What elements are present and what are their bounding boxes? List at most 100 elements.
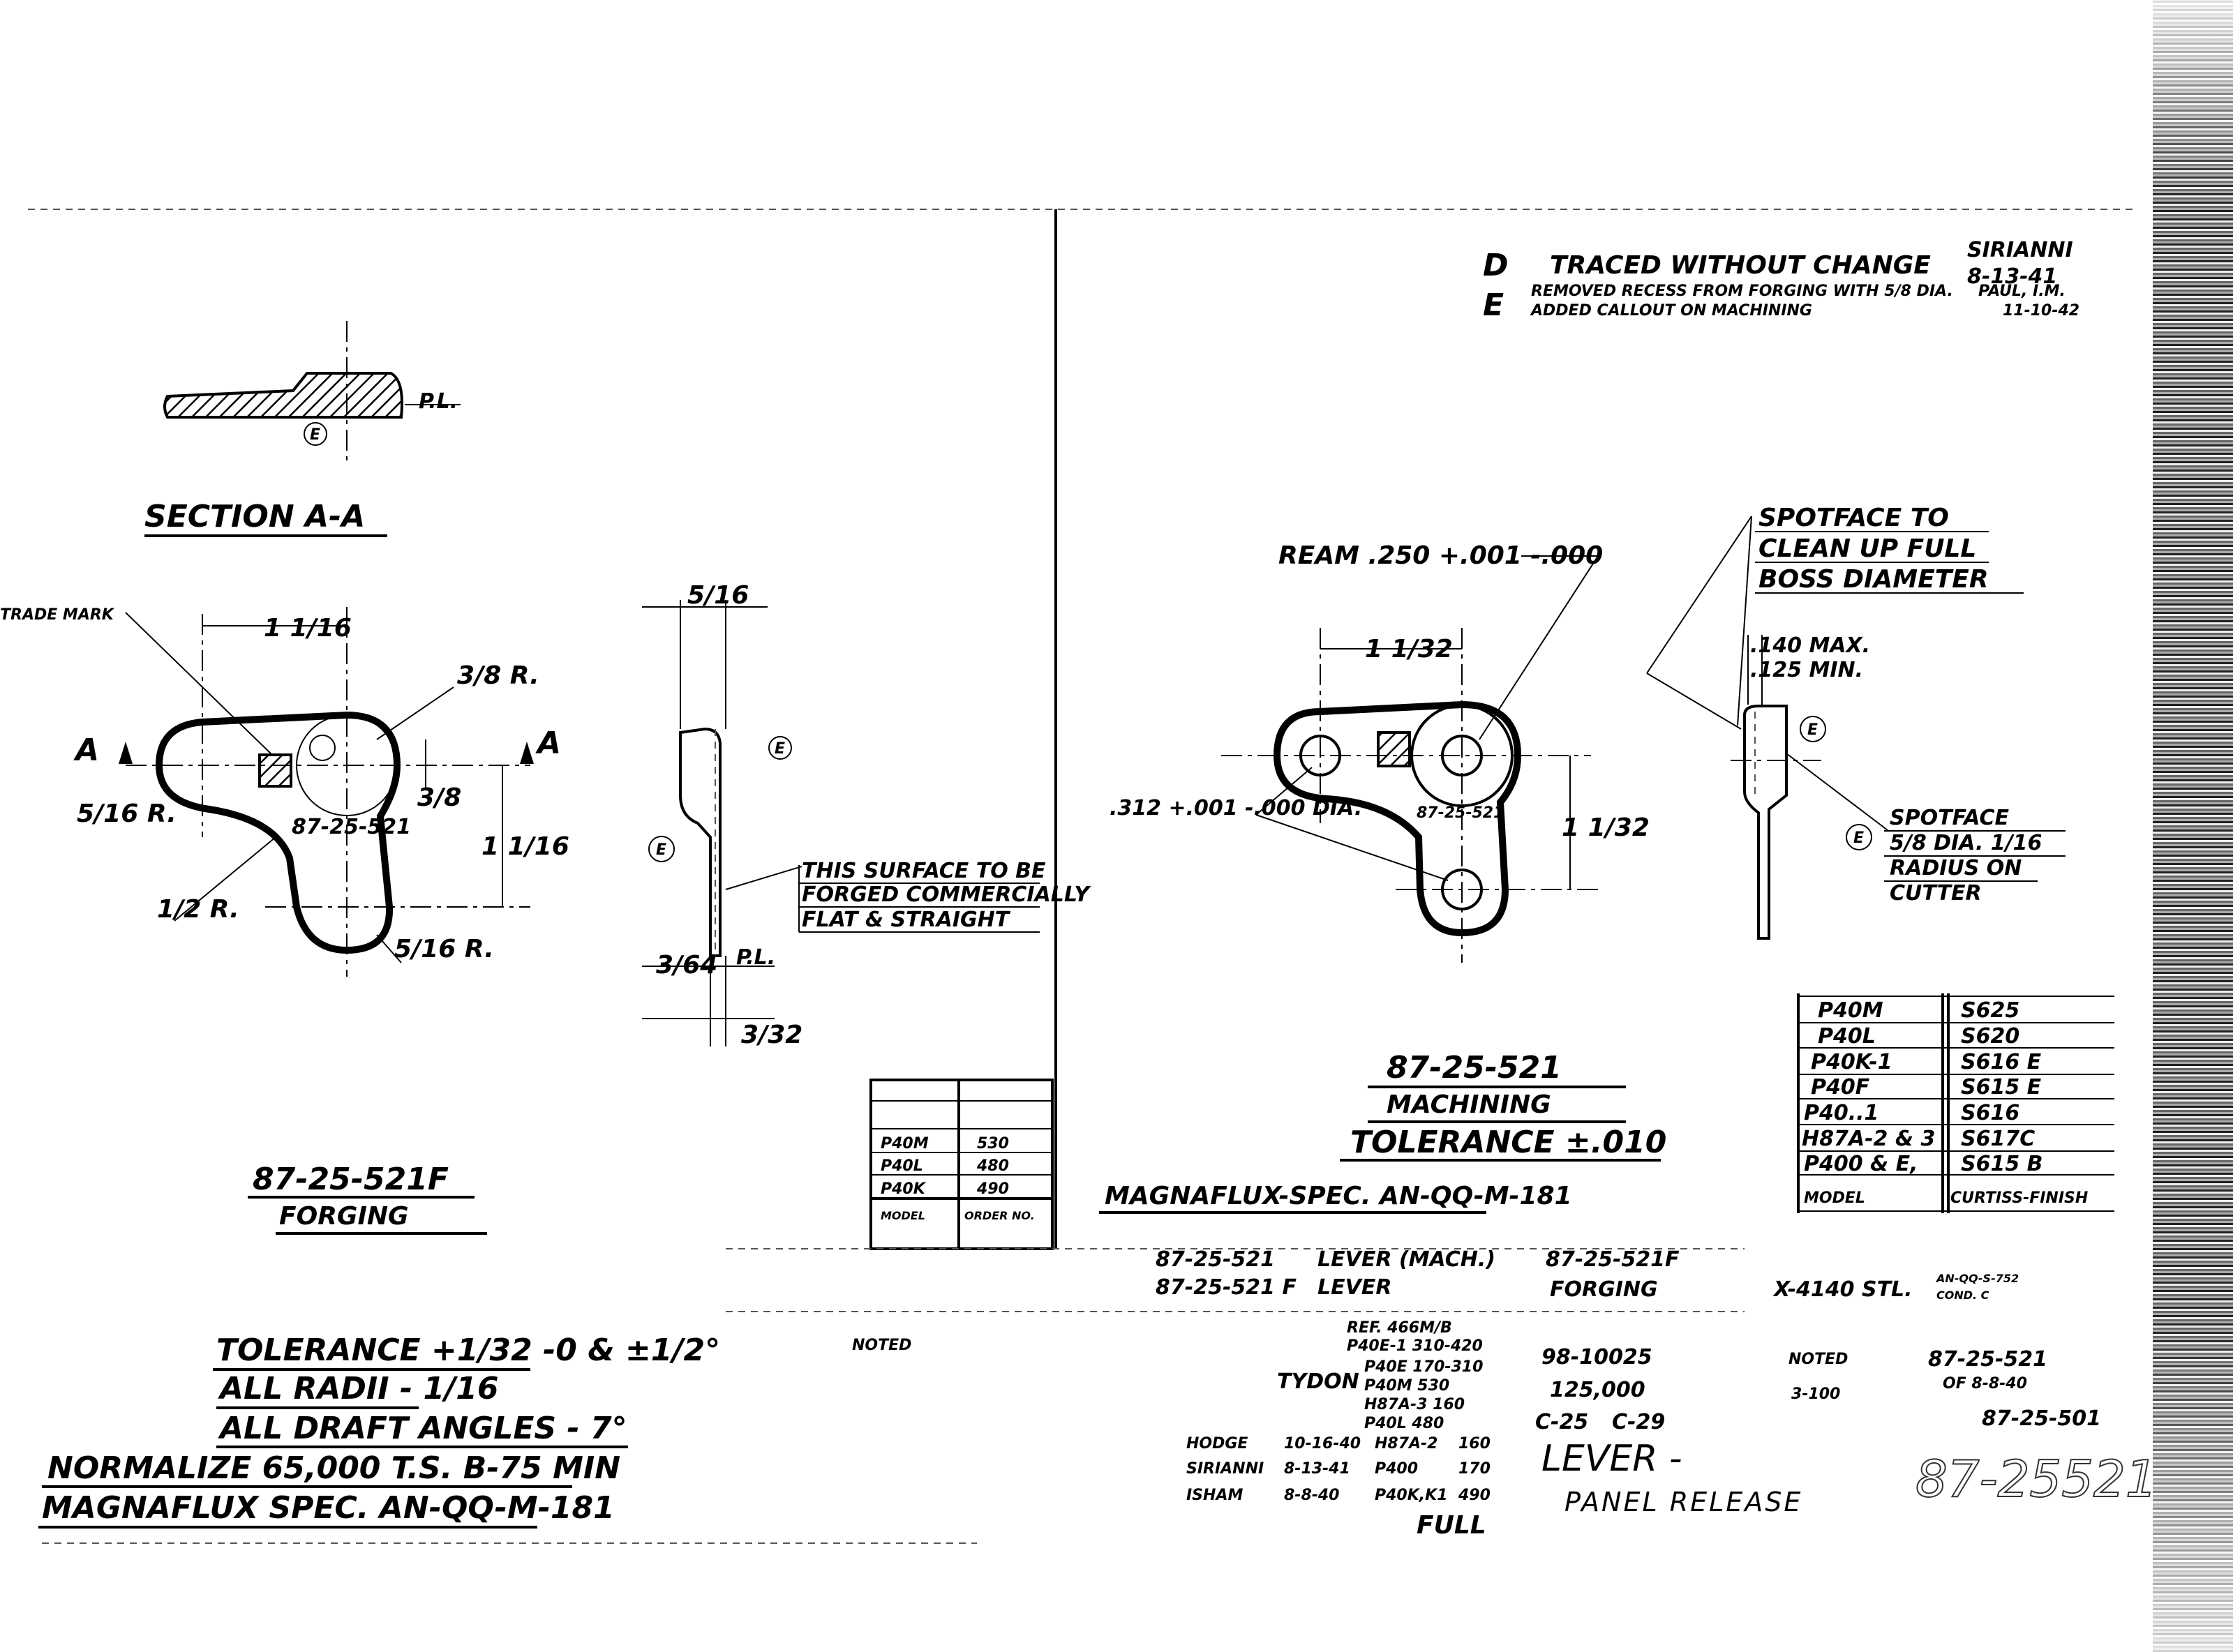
signer-qty: 170 bbox=[1458, 1460, 1491, 1478]
table-cell: P40M bbox=[1818, 998, 1883, 1023]
magnaflux-spec: MAGNAFLUX-SPEC. AN-QQ-M-181 bbox=[1105, 1182, 1572, 1210]
dimension-label: 3/64 bbox=[656, 951, 717, 979]
reference-note: REF. 466M/B bbox=[1347, 1319, 1452, 1337]
general-notes: TOLERANCE +1/32 -0 & ±1/2° ALL RADII - 1… bbox=[38, 1332, 720, 1529]
table-cell: P40L bbox=[1818, 1024, 1876, 1049]
table-cell: 530 bbox=[977, 1135, 1009, 1152]
dimension-label: 1 1/16 bbox=[481, 832, 569, 861]
noted-label: NOTED bbox=[1788, 1351, 1848, 1368]
surface-note: THIS SURFACE TO BE bbox=[802, 859, 1046, 883]
material-spec: AN-QQ-S-752 bbox=[1935, 1272, 2019, 1285]
trade-mark-label: TRADE MARK bbox=[0, 606, 115, 624]
title-cell: 125,000 bbox=[1550, 1378, 1645, 1402]
dimension-label: 5/16 R. bbox=[77, 799, 177, 828]
title-cell: 98-10025 bbox=[1541, 1345, 1652, 1369]
material-label: X-4140 STL. bbox=[1772, 1277, 1913, 1302]
spotface-note: CUTTER bbox=[1890, 881, 1982, 906]
signer-model: P400 bbox=[1375, 1460, 1418, 1478]
note-line: ALL RADII - 1/16 bbox=[218, 1371, 498, 1406]
table-header: CURTISS-FINISH bbox=[1950, 1189, 2088, 1207]
rev-marker-e: E bbox=[310, 426, 320, 444]
spotface-note: SPOTFACE TO bbox=[1758, 504, 1949, 532]
machining-side-view: .140 MAX. .125 MIN. E E SPOTFACE TO CLEA… bbox=[1646, 504, 2066, 940]
machining-label: 87-25-521 MACHINING TOLERANCE ±.010 MAGN… bbox=[1099, 1050, 1666, 1214]
machining-part-number: 87-25-521 bbox=[1387, 1050, 1562, 1086]
tydon-model: H87A-3 160 bbox=[1364, 1396, 1465, 1413]
table-cell: S620 bbox=[1961, 1024, 2019, 1049]
full-label: FULL bbox=[1417, 1511, 1486, 1540]
revision-letter: E bbox=[1483, 287, 1504, 323]
surface-note: FLAT & STRAIGHT bbox=[802, 908, 1011, 932]
reference-part: 87-25-521 bbox=[1928, 1347, 2047, 1372]
table-cell: P40K-1 bbox=[1811, 1050, 1892, 1074]
title-cell: C-29 bbox=[1612, 1410, 1665, 1434]
spotface-note: BOSS DIAMETER bbox=[1758, 565, 1989, 594]
surface-note: FORGED COMMERCIALLY bbox=[802, 883, 1091, 907]
title-cell: LEVER (MACH.) bbox=[1317, 1247, 1495, 1272]
table-cell: P40L bbox=[881, 1157, 923, 1175]
signer-name: ISHAM bbox=[1186, 1487, 1243, 1504]
drawing-subtitle: PANEL RELEASE bbox=[1564, 1487, 1802, 1517]
machining-tolerance: TOLERANCE ±.010 bbox=[1350, 1125, 1666, 1160]
forging-part-number: 87-25-521F bbox=[253, 1162, 449, 1197]
section-marker: A bbox=[535, 726, 561, 761]
tydon-label: TYDON bbox=[1277, 1369, 1359, 1394]
thickness-min: .125 MIN. bbox=[1750, 658, 1863, 682]
table-cell: S617C bbox=[1961, 1127, 2035, 1151]
hole-diameter-callout: .312 +.001 -.000 DIA. bbox=[1110, 796, 1362, 820]
material-condition: COND. C bbox=[1936, 1289, 1989, 1302]
related-part: 87-25-501 bbox=[1982, 1406, 2101, 1431]
dimension-label: 1 1/32 bbox=[1562, 813, 1650, 842]
section-a-a-view: P.L. E SECTION A-A bbox=[144, 321, 461, 537]
table-cell: H87A-2 & 3 bbox=[1802, 1127, 1935, 1151]
table-cell: P40..1 bbox=[1804, 1101, 1879, 1125]
rev-marker-e: E bbox=[656, 841, 666, 859]
quantity-label: 3-100 bbox=[1791, 1386, 1840, 1403]
signer-date: 8-8-40 bbox=[1284, 1487, 1340, 1504]
revision-by: SIRIANNI bbox=[1967, 238, 2073, 262]
signer-model: P40K,K1 bbox=[1375, 1487, 1448, 1504]
note-line: NORMALIZE 65,000 T.S. B-75 MIN bbox=[47, 1450, 620, 1486]
note-line: MAGNAFLUX SPEC. AN-QQ-M-181 bbox=[42, 1490, 615, 1526]
tydon-model: P40L 480 bbox=[1364, 1415, 1444, 1432]
part-number-label: 87-25-521 bbox=[292, 815, 411, 839]
signer-date: 8-13-41 bbox=[1284, 1460, 1350, 1478]
table-cell: P40F bbox=[1811, 1075, 1870, 1099]
table-header: MODEL bbox=[1804, 1189, 1865, 1207]
dimension-label: 3/32 bbox=[741, 1021, 802, 1049]
title-block: 87-25-521 LEVER (MACH.) 87-25-521F 87-25… bbox=[726, 1247, 2158, 1540]
drawing-title: LEVER - bbox=[1541, 1438, 1682, 1480]
section-marker: A bbox=[73, 733, 99, 768]
revision-text: TRACED WITHOUT CHANGE bbox=[1550, 251, 1931, 280]
revision-date: 11-10-42 bbox=[2003, 302, 2079, 320]
table-cell: S625 bbox=[1961, 998, 2019, 1023]
title-cell: 87-25-521F bbox=[1546, 1247, 1680, 1272]
signer-model: H87A-2 bbox=[1375, 1435, 1438, 1452]
table-cell: P400 & E, bbox=[1804, 1152, 1918, 1176]
order-table: P40M 530 P40L 480 P40K 490 MODEL ORDER N… bbox=[869, 1079, 1054, 1250]
machining-plan-view: REAM .250 +.001 -.000 1 1/32 .312 +.001 … bbox=[1110, 541, 1650, 963]
part-number-label: 87-25-521 bbox=[1417, 804, 1504, 822]
revision-letter: D bbox=[1483, 248, 1509, 283]
signer-qty: 160 bbox=[1458, 1435, 1491, 1452]
table-cell: S615 B bbox=[1961, 1152, 2043, 1176]
note-line: ALL DRAFT ANGLES - 7° bbox=[218, 1411, 627, 1446]
title-cell: FORGING bbox=[1550, 1277, 1658, 1302]
table-cell: S616 E bbox=[1961, 1050, 2042, 1074]
rev-marker-e: E bbox=[1853, 829, 1864, 847]
parting-line-label: P.L. bbox=[419, 389, 458, 414]
title-cell: 87-25-521 F bbox=[1156, 1275, 1297, 1300]
machining-name: MACHINING bbox=[1387, 1090, 1551, 1119]
dimension-label: 1 1/16 bbox=[264, 614, 352, 643]
signer-name: HODGE bbox=[1186, 1435, 1248, 1452]
dimension-label: 5/16 R. bbox=[394, 935, 494, 963]
ream-callout: REAM .250 +.001 -.000 bbox=[1278, 541, 1603, 570]
dimension-label: 3/8 R. bbox=[457, 661, 539, 690]
dimension-label: 3/8 bbox=[417, 783, 461, 812]
tydon-model: P40M 530 bbox=[1364, 1377, 1449, 1395]
spotface-note: SPOTFACE bbox=[1890, 806, 2009, 830]
reference-date: OF 8-8-40 bbox=[1943, 1375, 2027, 1392]
forging-side-view: 5/16 E E THIS SURFACE TO BE FORGED COMME… bbox=[642, 581, 1091, 1049]
revision-date: 8-13-41 bbox=[1967, 264, 2057, 289]
